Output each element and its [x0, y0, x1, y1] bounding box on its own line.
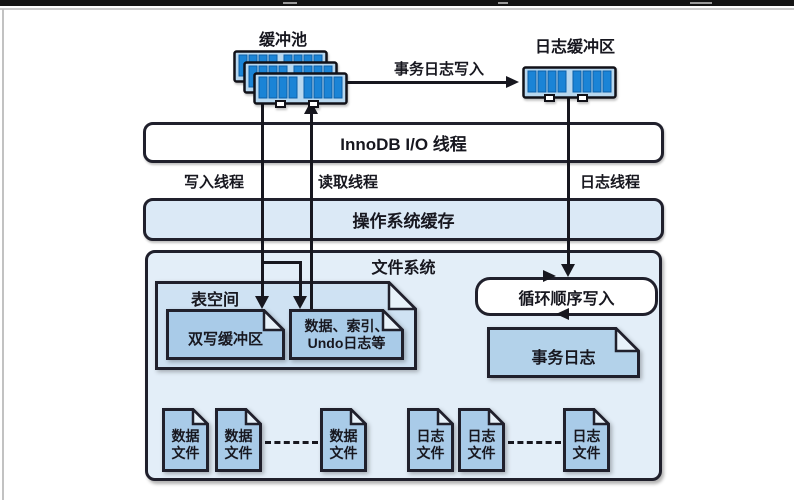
data-file-icon: 数据 文件	[320, 406, 369, 472]
log-file-line2: 文件	[467, 445, 496, 461]
os-cache-label: 操作系统缓存	[352, 212, 455, 231]
transaction-log-write-label: 事务日志写入	[393, 61, 484, 78]
data-file-line1: 数据	[171, 428, 200, 444]
data-index-undo-line1: 数据、索引、	[304, 317, 389, 334]
ellipsis-dashes	[265, 441, 318, 444]
data-index-undo-box: 数据、索引、 Undo日志等	[289, 307, 406, 360]
data-file-line2: 文件	[224, 445, 253, 461]
loop-arrowhead-left-icon	[556, 308, 569, 320]
data-file-icon: 数据 文件	[215, 406, 264, 472]
data-index-undo-line2: Undo日志等	[307, 334, 386, 351]
log-file-icon: 日志 文件	[407, 406, 456, 472]
loop-arrowhead-right-icon	[543, 270, 556, 282]
data-file-icon: 数据 文件	[162, 406, 211, 472]
log-file-line1: 日志	[416, 428, 445, 444]
transaction-log-label: 事务日志	[531, 349, 596, 367]
frame-left-border	[2, 9, 4, 500]
os-cache-bar: 操作系统缓存	[143, 198, 664, 241]
read-thread-label: 读取线程	[318, 174, 379, 191]
tablespace-label: 表空间	[191, 292, 240, 309]
write-branch-line	[298, 261, 302, 298]
transaction-log-box: 事务日志	[487, 325, 642, 378]
data-file-line2: 文件	[171, 445, 200, 461]
data-file-line1: 数据	[329, 428, 358, 444]
ram-icon	[522, 66, 617, 109]
circular-write-label: 循环顺序写入	[518, 290, 615, 308]
buffer-pool-label: 缓冲池	[258, 32, 307, 49]
arrowhead-down-icon	[561, 264, 575, 277]
doublewrite-buffer-box: 双写缓冲区	[166, 307, 287, 360]
log-file-line1: 日志	[467, 428, 496, 444]
txn-write-line	[345, 81, 508, 84]
log-thread-line	[566, 98, 570, 265]
arrowhead-down-icon	[255, 296, 269, 309]
write-branch-line	[260, 260, 302, 264]
log-file-icon: 日志 文件	[563, 406, 612, 472]
data-file-line1: 数据	[224, 428, 253, 444]
top-bar-artifact	[690, 2, 712, 4]
top-bar-artifact	[498, 2, 508, 4]
doublewrite-buffer-label: 双写缓冲区	[187, 331, 263, 348]
ellipsis-dashes	[508, 441, 561, 444]
read-thread-line	[309, 110, 313, 309]
arrowhead-right-icon	[506, 76, 519, 88]
file-system-label: 文件系统	[371, 260, 436, 277]
write-thread-line	[260, 100, 264, 298]
log-buffer-label: 日志缓冲区	[534, 39, 615, 56]
log-file-line2: 文件	[572, 445, 601, 461]
frame-top-border	[0, 8, 794, 10]
log-file-line2: 文件	[416, 445, 445, 461]
innodb-io-threads-label: InnoDB I/O 线程	[340, 135, 467, 154]
ram-icon	[253, 72, 348, 115]
arrowhead-down-icon	[293, 296, 307, 309]
cropped-top-bar	[0, 0, 794, 6]
innodb-io-threads-bar: InnoDB I/O 线程	[143, 122, 664, 163]
data-file-line2: 文件	[329, 445, 358, 461]
write-thread-label: 写入线程	[184, 174, 245, 191]
log-file-line1: 日志	[572, 428, 601, 444]
log-file-icon: 日志 文件	[458, 406, 507, 472]
top-bar-artifact	[283, 2, 297, 4]
log-thread-label: 日志线程	[580, 174, 641, 191]
